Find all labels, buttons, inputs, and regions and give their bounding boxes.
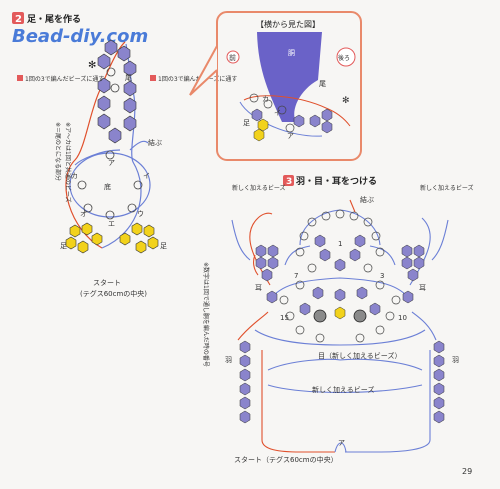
section2-right-foot xyxy=(119,222,159,254)
letter-a: ア xyxy=(108,159,115,167)
eye-label: 目（新しく加えるビーズ） xyxy=(318,351,401,360)
letter-e: エ xyxy=(108,220,115,228)
section3-left-ear xyxy=(255,244,279,282)
section3-eyes xyxy=(313,309,367,323)
start-label-2: スタート xyxy=(93,278,121,287)
letter-i: イ xyxy=(143,172,150,180)
num-1: 1 xyxy=(338,240,342,248)
num-15: 15 xyxy=(280,314,289,322)
page-number: 29 xyxy=(462,467,472,476)
svg-text:✻: ✻ xyxy=(342,96,350,106)
note-vertical-3: ※数字は1回で通し胴を編んだ時の番号 xyxy=(202,262,210,367)
section2-title: 足・尾を作る xyxy=(27,13,81,25)
label-ear-left: 耳 xyxy=(255,284,262,292)
label-body-2: 底 xyxy=(104,182,111,191)
panel-body-label: 胴 xyxy=(288,49,295,57)
panel-foot: 足 xyxy=(243,119,250,127)
section2-clear-beads xyxy=(77,67,143,220)
ear-new-left: 新しく加えるビーズ xyxy=(232,184,286,192)
panel-beads xyxy=(251,108,333,142)
step-badge-3 xyxy=(283,175,294,186)
start-label-3: スタート（テグス60cmの中央） xyxy=(234,455,338,464)
num-10: 10 xyxy=(398,314,407,322)
section3-clear-beads xyxy=(279,209,401,343)
section2-left-foot xyxy=(65,222,103,254)
letter-ka: カ xyxy=(71,172,78,180)
panel-letter-i: イ xyxy=(274,109,281,117)
letter-o: オ xyxy=(80,210,87,218)
label-wing-left: 羽 xyxy=(225,356,232,364)
panel-back: 後ろ xyxy=(338,54,350,62)
section3-title: 羽・目・耳をつける xyxy=(296,176,377,187)
step-number-2: 2 xyxy=(15,14,22,25)
body-shape xyxy=(257,32,322,122)
step-number-3: 3 xyxy=(286,177,292,187)
panel-tail: 尾 xyxy=(319,80,326,88)
letter-u: ウ xyxy=(137,210,144,218)
side-view-panel xyxy=(216,11,362,161)
section3-threads xyxy=(231,199,449,453)
label-foot-left: 足 xyxy=(60,242,67,250)
section3-head-beads xyxy=(266,234,414,320)
section3-right-wing xyxy=(433,340,445,424)
ear-new-right: 新しく加えるビーズ xyxy=(420,184,474,192)
label-knot-3: 結ぶ xyxy=(360,195,374,204)
watermark: Bead-diy.com xyxy=(12,26,148,47)
wing-new-label: 新しく加えるビーズ xyxy=(312,385,374,394)
start-sub-2: (テグス60cmの中央) xyxy=(80,289,147,298)
note-vertical-2: ※＝尾のとになる部分 xyxy=(54,122,62,181)
label-tail: 尾 xyxy=(125,74,132,82)
label-wing-right: 羽 xyxy=(452,356,459,364)
section3-right-ear xyxy=(401,244,425,282)
panel-front: 前 xyxy=(229,53,236,62)
panel-title: 【横から見た図】 xyxy=(256,19,320,29)
label-ear-right: 耳 xyxy=(419,284,426,292)
label-knot-2: 結ぶ xyxy=(148,138,162,147)
note-left: 1回の3で編んだビーズに通す xyxy=(25,75,104,83)
note-right: 1回の3で編んだビーズに通す xyxy=(158,75,237,83)
panel-letter-ka: カ xyxy=(262,95,269,103)
num-3: 3 xyxy=(380,272,384,280)
num-7: 7 xyxy=(294,272,298,280)
note-vertical-1: ※ア〜カは1回と共通のビーズ xyxy=(64,122,72,203)
step-badge-2 xyxy=(12,12,24,24)
panel-letter-a: ア xyxy=(287,132,294,140)
section2-tail-beads xyxy=(97,39,137,144)
svg-text:✻: ✻ xyxy=(88,60,96,71)
section3-left-wing xyxy=(239,340,251,424)
letter-a-3: ア xyxy=(338,439,345,447)
label-foot-right: 足 xyxy=(160,242,167,250)
